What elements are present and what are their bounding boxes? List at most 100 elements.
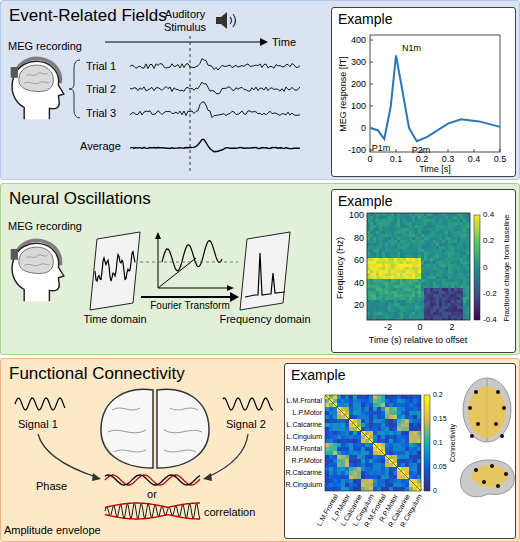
matrix-cell bbox=[329, 463, 333, 467]
matrix-cell bbox=[337, 399, 341, 403]
matrix-cell bbox=[373, 403, 377, 407]
matrix-cell bbox=[329, 459, 333, 463]
spectrogram-cell bbox=[376, 270, 379, 273]
spectrogram-cell bbox=[421, 288, 424, 291]
matrix-cell bbox=[413, 471, 417, 475]
spectrogram-cell bbox=[379, 216, 382, 219]
trial-traces bbox=[130, 59, 300, 152]
matrix-cell bbox=[349, 451, 353, 455]
matrix-cell bbox=[361, 407, 365, 411]
spectrogram-cell bbox=[400, 315, 403, 318]
spectrogram-cell bbox=[385, 252, 388, 255]
spectrogram-cell bbox=[382, 291, 385, 294]
spectrogram-cell bbox=[424, 237, 427, 240]
matrix-cell bbox=[373, 439, 377, 443]
spectrogram-cell bbox=[415, 225, 418, 228]
spectrogram-cell bbox=[433, 237, 436, 240]
spectrogram-cell bbox=[403, 312, 406, 315]
spectrogram-cell bbox=[403, 285, 406, 288]
spectrogram-cell bbox=[382, 267, 385, 270]
spectrogram-cell bbox=[445, 285, 448, 288]
spectrogram-cell bbox=[391, 237, 394, 240]
spectrogram-cell bbox=[445, 240, 448, 243]
spectrogram-cell bbox=[385, 282, 388, 285]
matrix-cell bbox=[341, 423, 345, 427]
spectrogram-cell bbox=[415, 237, 418, 240]
spectrogram-cell bbox=[463, 243, 466, 246]
matrix-cell bbox=[401, 487, 405, 491]
spectrogram-cell bbox=[433, 249, 436, 252]
matrix-cell bbox=[329, 431, 333, 435]
oscillation-illustration bbox=[158, 288, 230, 289]
matrix-cell bbox=[413, 431, 417, 435]
spectrogram-cell bbox=[466, 249, 469, 252]
spectrogram-cell bbox=[370, 285, 373, 288]
spectrogram-cell bbox=[451, 222, 454, 225]
spectrogram-cell bbox=[439, 243, 442, 246]
matrix-cell bbox=[357, 451, 361, 455]
matrix-cell bbox=[401, 407, 405, 411]
matrix-cell bbox=[337, 439, 341, 443]
spectrogram-cell bbox=[442, 258, 445, 261]
matrix-cell bbox=[325, 467, 329, 471]
spectrogram-cell bbox=[412, 222, 415, 225]
connectivity-illustration bbox=[203, 473, 212, 481]
matrix-cell bbox=[397, 483, 401, 487]
spectrogram-cell bbox=[391, 294, 394, 297]
matrix-cell bbox=[389, 431, 393, 435]
spectrogram-cell bbox=[433, 252, 436, 255]
spectrogram-cell bbox=[394, 312, 397, 315]
spectrogram-cell bbox=[421, 267, 424, 270]
axis-tick: 80 bbox=[354, 232, 364, 242]
matrix-cell bbox=[337, 427, 341, 431]
spectrogram-cell bbox=[397, 282, 400, 285]
matrix-cell bbox=[397, 423, 401, 427]
axis-tick: 0.2 bbox=[483, 237, 494, 246]
spectrogram-cell bbox=[397, 234, 400, 237]
matrix-cell bbox=[377, 459, 381, 463]
spectrogram-cell bbox=[433, 297, 436, 300]
spectrogram-cell bbox=[373, 282, 376, 285]
spectrogram-cell bbox=[409, 234, 412, 237]
spectrogram-cell bbox=[370, 243, 373, 246]
spectrogram-cell bbox=[373, 306, 376, 309]
spectrogram-cell bbox=[376, 234, 379, 237]
spectrogram-cell bbox=[385, 276, 388, 279]
spectrogram-cell bbox=[400, 297, 403, 300]
spectrogram-cell bbox=[436, 267, 439, 270]
spectrogram-cell bbox=[400, 309, 403, 312]
spectrogram-cell bbox=[436, 276, 439, 279]
spectrogram-cell bbox=[424, 267, 427, 270]
spectrogram-cell bbox=[424, 252, 427, 255]
spectrogram-cell bbox=[400, 255, 403, 258]
spectrogram-cell bbox=[388, 264, 391, 267]
spectrogram-cell bbox=[367, 285, 370, 288]
spectrogram-cell bbox=[388, 258, 391, 261]
matrix-cell bbox=[329, 435, 333, 439]
matrix-cell bbox=[333, 487, 337, 491]
spectrogram-cell bbox=[418, 246, 421, 249]
sensor-dot bbox=[494, 422, 498, 426]
spectrogram-cell bbox=[457, 258, 460, 261]
spectrogram-cell bbox=[457, 282, 460, 285]
matrix-cell bbox=[377, 403, 381, 407]
spectrogram-cell bbox=[397, 255, 400, 258]
spectrogram-cell bbox=[382, 285, 385, 288]
spectrogram-cell bbox=[433, 222, 436, 225]
spectrogram-cell bbox=[382, 234, 385, 237]
spectrogram-cell bbox=[451, 276, 454, 279]
spectrogram-cell bbox=[406, 255, 409, 258]
spectrogram-cell bbox=[403, 255, 406, 258]
spectrogram-cell bbox=[427, 222, 430, 225]
spectrogram-cell bbox=[379, 249, 382, 252]
spectrogram-cell bbox=[388, 285, 391, 288]
matrix-cell bbox=[369, 403, 373, 407]
spectrogram-cell bbox=[385, 300, 388, 303]
spectrogram-cell bbox=[430, 282, 433, 285]
matrix-cell bbox=[405, 435, 409, 439]
matrix-cell bbox=[373, 451, 377, 455]
spectrogram-cell bbox=[442, 279, 445, 282]
spectrogram-cell bbox=[436, 219, 439, 222]
matrix-cell bbox=[361, 487, 365, 491]
matrix-cell bbox=[409, 463, 413, 467]
